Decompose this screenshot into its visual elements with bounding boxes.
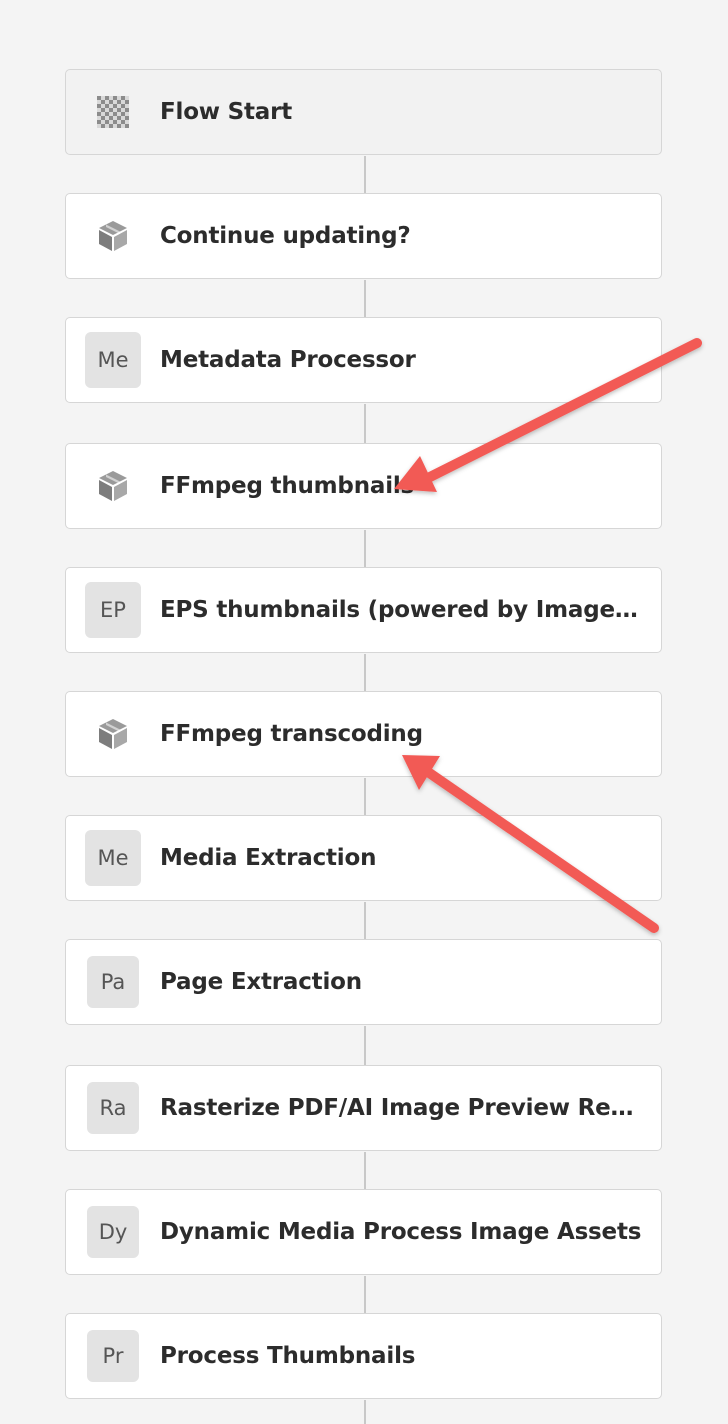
step-flow-start[interactable]: Flow Start [65, 69, 662, 155]
step-label: FFmpeg thumbnails [160, 473, 415, 499]
step-rasterize-pdf[interactable]: Ra Rasterize PDF/AI Image Preview Rendi… [65, 1065, 662, 1151]
connector-line [364, 1026, 366, 1065]
step-label: Dynamic Media Process Image Assets [160, 1219, 642, 1245]
cube-icon [84, 457, 142, 515]
checkerboard-icon [84, 83, 142, 141]
step-badge: Pa [84, 953, 142, 1011]
connector-line [364, 654, 366, 691]
step-badge: Dy [84, 1203, 142, 1261]
step-label: FFmpeg transcoding [160, 721, 423, 747]
step-badge: Me [84, 829, 142, 887]
step-label: EPS thumbnails (powered by ImageMa… [160, 597, 645, 623]
step-badge: Pr [84, 1327, 142, 1385]
step-badge: Ra [84, 1079, 142, 1137]
step-badge: Me [84, 331, 142, 389]
cube-icon [84, 705, 142, 763]
step-label: Continue updating? [160, 223, 411, 249]
step-ffmpeg-transcoding[interactable]: FFmpeg transcoding [65, 691, 662, 777]
step-label: Rasterize PDF/AI Image Preview Rendi… [160, 1095, 645, 1121]
step-label: Metadata Processor [160, 347, 416, 373]
step-continue-updating[interactable]: Continue updating? [65, 193, 662, 279]
connector-line [364, 404, 366, 443]
step-media-extraction[interactable]: Me Media Extraction [65, 815, 662, 901]
connector-line [364, 1276, 366, 1313]
connector-line [364, 280, 366, 317]
connector-line [364, 1152, 366, 1189]
badge-text: Ra [87, 1082, 139, 1134]
step-label: Media Extraction [160, 845, 377, 871]
step-badge: EP [84, 581, 142, 639]
badge-text: Pa [87, 956, 139, 1008]
badge-text: Me [85, 332, 141, 388]
connector-line [364, 156, 366, 193]
step-ffmpeg-thumbnails[interactable]: FFmpeg thumbnails [65, 443, 662, 529]
connector-line [364, 530, 366, 567]
badge-text: Me [85, 830, 141, 886]
step-dynamic-media[interactable]: Dy Dynamic Media Process Image Assets [65, 1189, 662, 1275]
connector-line [364, 902, 366, 939]
badge-text: Pr [87, 1330, 139, 1382]
connector-line [364, 778, 366, 815]
step-label: Page Extraction [160, 969, 362, 995]
step-label: Process Thumbnails [160, 1343, 416, 1369]
step-metadata-processor[interactable]: Me Metadata Processor [65, 317, 662, 403]
cube-icon [84, 207, 142, 265]
step-process-thumbnails[interactable]: Pr Process Thumbnails [65, 1313, 662, 1399]
connector-line [364, 1400, 366, 1424]
step-eps-thumbnails[interactable]: EP EPS thumbnails (powered by ImageMa… [65, 567, 662, 653]
badge-text: EP [85, 582, 141, 638]
step-label: Flow Start [160, 99, 293, 125]
badge-text: Dy [87, 1206, 139, 1258]
step-page-extraction[interactable]: Pa Page Extraction [65, 939, 662, 1025]
